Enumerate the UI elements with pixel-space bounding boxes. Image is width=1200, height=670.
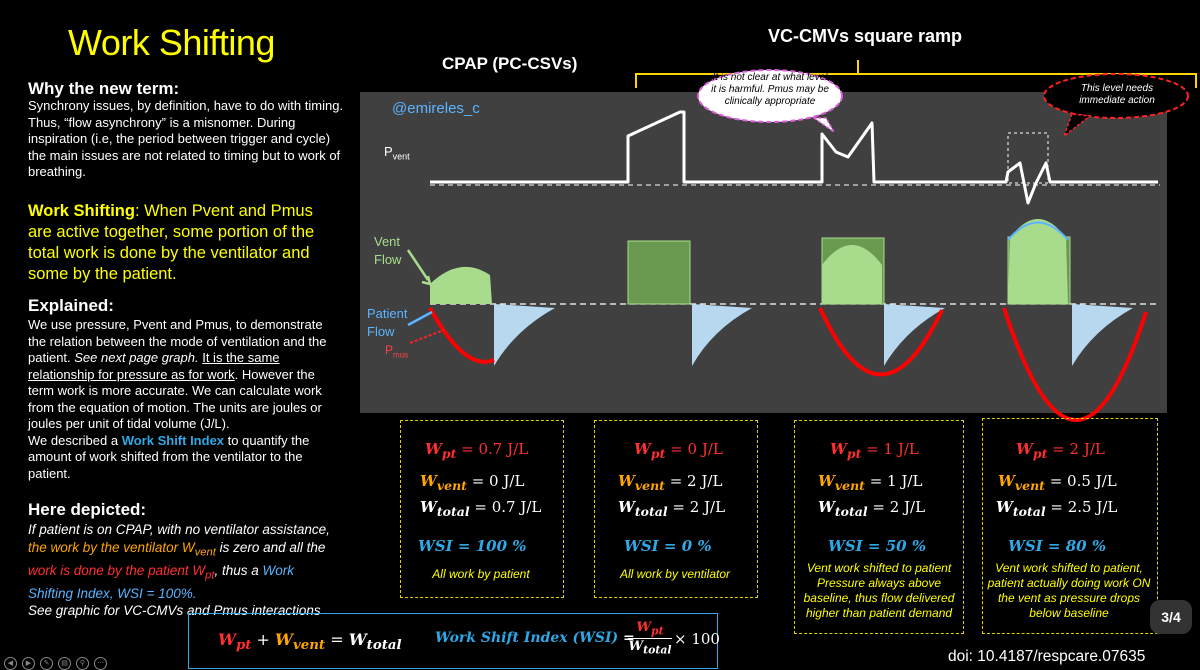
pen-icon[interactable]: ✎	[40, 657, 53, 670]
col4-wsi: WSI = 80 %	[1008, 537, 1107, 555]
prev-slide-icon[interactable]: ◀	[4, 657, 17, 670]
formula-box	[188, 613, 718, 669]
vc-bracket	[635, 60, 1197, 88]
doi-text: doi: 10.4187/respcare.07635	[948, 648, 1146, 665]
pmus-curve-1	[428, 307, 495, 364]
col1-wtotal: Wtotal = 0.7 J/L	[420, 498, 542, 519]
next-slide-icon[interactable]: ▶	[22, 657, 35, 670]
page-title: Work Shifting	[68, 22, 275, 63]
pmus-curve-3	[818, 307, 944, 377]
explained-text: We use pressure, Pvent and Pmus, to demo…	[28, 317, 327, 481]
pvent-waveform	[430, 110, 1158, 205]
col2-wtotal: Wtotal = 2 J/L	[618, 498, 726, 519]
vent-flow-3-curve	[822, 245, 882, 304]
col3-wpt: Wpt = 1 J/L	[830, 440, 919, 461]
work-shifting-definition: Work Shifting: When Pvent and Pmus are a…	[28, 201, 328, 285]
patient-flow-2	[692, 304, 752, 366]
page-number-badge[interactable]: 3/4	[1150, 600, 1192, 634]
col1-wpt: Wpt = 0.7 J/L	[425, 440, 529, 461]
vc-label: VC-CMVs square ramp	[768, 26, 963, 46]
patient-flow-arrow	[407, 310, 433, 327]
pmus-arrow	[409, 329, 445, 344]
vent-flow-label: Vent Flow	[374, 234, 402, 267]
wsi-formula-label: Work Shift Index (WSI) =	[435, 630, 635, 646]
column-box-1	[400, 420, 564, 598]
callout-1-text: It is not clear at what level it is harm…	[711, 72, 829, 107]
column-box-2	[594, 420, 758, 598]
wsi-fraction: Wpt Wtotal	[628, 620, 672, 657]
col3-wtotal: Wtotal = 2 J/L	[818, 498, 926, 519]
column-box-4	[982, 418, 1158, 634]
column-box-3	[794, 420, 964, 634]
callout-2-bubble	[1043, 73, 1189, 119]
col3-note: Vent work shifted to patient Pressure al…	[803, 561, 955, 620]
wsi-multiplier: × 100	[674, 630, 720, 648]
cpap-label: CPAP (PC-CSVs)	[442, 54, 578, 73]
ws-definition: : When Pvent and Pmus are active togethe…	[28, 202, 315, 283]
pmus-label: Pmus	[385, 343, 409, 360]
col2-wvent: Wvent = 2 J/L	[618, 472, 723, 493]
patient-flow-3	[884, 304, 945, 366]
col2-wsi: WSI = 0 %	[624, 537, 712, 555]
vent-flow-2	[627, 240, 691, 305]
pmus-curve-4	[1002, 307, 1148, 422]
col4-wtotal: Wtotal = 2.5 J/L	[996, 498, 1118, 519]
zoom-icon[interactable]: ⚲	[76, 657, 89, 670]
col4-note: Vent work shifted to patient, patient ac…	[987, 561, 1151, 620]
vent-flow-4-outline	[1007, 221, 1069, 241]
more-options-icon[interactable]: ⋯	[94, 657, 107, 670]
callout-2-text: This level needs immediate action	[1079, 83, 1155, 106]
col1-wvent: Wvent = 0 J/L	[420, 472, 525, 493]
vent-flow-1	[430, 266, 492, 304]
ws-term: Work Shifting	[28, 202, 135, 220]
vent-flow-arrow	[406, 249, 430, 281]
vent-flow-4-curve	[1008, 219, 1068, 304]
patient-flow-1	[494, 304, 555, 366]
col4-wpt: Wpt = 2 J/L	[1016, 440, 1105, 461]
explained-heading: Explained:	[28, 296, 114, 315]
col3-wsi: WSI = 50 %	[828, 537, 927, 555]
col2-note: All work by ventilator	[619, 567, 731, 581]
col4-wvent: Wvent = 0.5 J/L	[998, 472, 1117, 493]
pvent-label: Pvent	[384, 144, 410, 162]
why-heading: Why the new term:	[28, 79, 180, 98]
depicted-heading: Here depicted:	[28, 500, 147, 519]
patient-flow-4	[1072, 304, 1133, 366]
col1-wsi: WSI = 100 %	[418, 537, 527, 555]
col3-wvent: Wvent = 1 J/L	[818, 472, 923, 493]
work-equation: Wpt + Wvent = Wtotal	[218, 630, 402, 654]
author-handle: @emireles_c	[392, 100, 480, 117]
dotted-plateau	[1007, 132, 1049, 184]
why-text: Synchrony issues, by definition, have to…	[28, 98, 344, 179]
col1-note: All work by patient	[432, 567, 530, 581]
col2-wpt: Wpt = 0 J/L	[634, 440, 723, 461]
depicted-text: If patient is on CPAP, with no ventilato…	[28, 522, 330, 619]
slides-icon[interactable]: ▤	[58, 657, 71, 670]
patient-flow-label: Patient Flow	[367, 306, 408, 339]
callout-1-bubble	[697, 69, 843, 123]
